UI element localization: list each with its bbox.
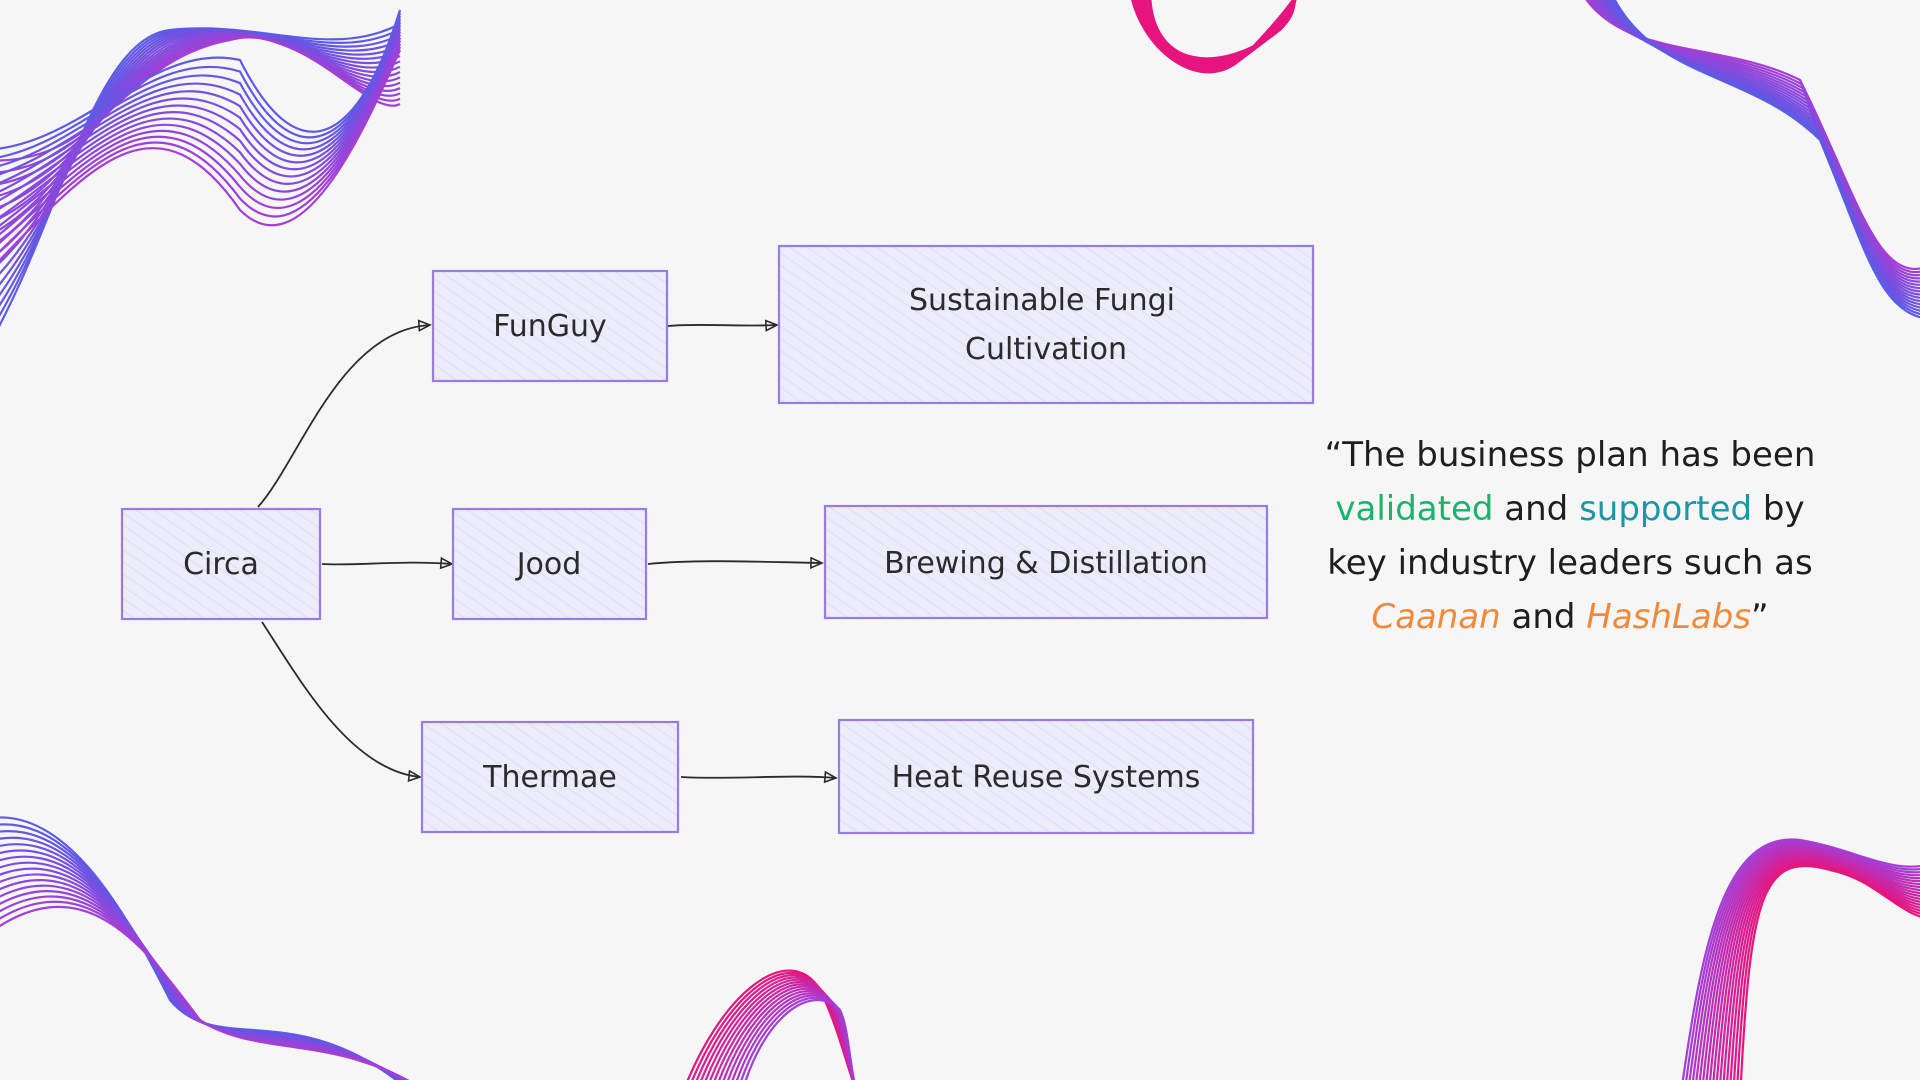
node-label-funguy: FunGuy [493,309,607,344]
quote-part2: by key industry leaders such as [1327,489,1813,583]
wave-bottom-center-line [744,998,856,1080]
wave-bottom-right-line [1722,857,1920,1080]
wave-top-left-b-line [0,40,402,236]
quote-open-mark: “ [1324,435,1343,475]
node-label-heat-reuse: Heat Reuse Systems [892,760,1201,795]
connectors [257,325,836,778]
wave-bottom-right-line [1681,838,1920,1080]
wave-bottom-left-line [0,905,410,1080]
wave-bottom-right-line [1739,864,1920,1080]
wave-top-left-line [0,28,401,307]
wave-top-left-b-line [0,37,402,227]
node-label-fungi-line2: Cultivation [965,332,1127,367]
arrow-circa-to-funguy [257,325,430,508]
node-thermae: Thermae [420,720,680,834]
arrow-circa-to-thermae [261,621,420,777]
node-label-fungi-line1: Sustainable Fungi [909,283,1175,318]
wave-bottom-right-line [1712,853,1920,1080]
wave-top-center [1131,0,1297,74]
node-brewing-distillation: Brewing & Distillation [823,504,1269,620]
node-heat-reuse-systems: Heat Reuse Systems [837,718,1255,835]
quote-and2: and [1511,597,1576,637]
node-sustainable-fungi-cultivation: Sustainable Fungi Cultivation [777,244,1315,405]
wave-top-left-b-line [0,9,402,150]
testimonial-quote: “The business plan has been validated an… [1310,428,1830,644]
quote-word-supported: supported [1579,489,1753,529]
wave-bottom-right-line [1685,840,1920,1080]
quote-word-validated: validated [1335,489,1494,529]
wave-bottom-center [686,969,856,1080]
wave-top-left-b-line [0,34,402,219]
quote-and1: and [1504,489,1569,529]
wave-bottom-right-line [1719,856,1920,1080]
node-label-circa: Circa [183,547,259,582]
wave-bottom-right-line [1695,845,1920,1080]
wave-top-left-b [0,9,402,262]
wave-bottom-right-line [1729,860,1920,1080]
wave-top-left-b-line [0,43,402,245]
quote-name-caanan: Caanan [1371,597,1501,637]
wave-bottom-right-line [1705,849,1920,1080]
wave-top-left-b-line [0,21,402,184]
wave-top-left-b-line [0,28,402,202]
wave-bottom-right-line [1726,859,1920,1080]
wave-bottom-right-line [1698,846,1920,1080]
wave-top-center-line [1149,0,1297,60]
node-circa: Circa [120,507,322,621]
wave-top-left-b-line [0,15,402,167]
wave-top-left-b-line [0,46,402,253]
wave-top-left-line [0,23,401,327]
node-label-brewing: Brewing & Distillation [884,546,1208,581]
wave-top-right [1585,0,1920,319]
wave-bottom-right-line [1691,843,1920,1080]
wave-top-left-line [0,30,401,275]
node-jood: Jood [451,507,648,621]
wave-bottom-right-line [1736,863,1920,1080]
arrow-funguy-to-fungi [667,325,777,326]
wave-top-left-b-line [0,12,402,159]
wave-bottom-right-line [1702,848,1920,1080]
node-label-thermae: Thermae [482,760,617,795]
node-funguy: FunGuy [431,269,669,383]
wave-top-left-line [0,31,401,253]
wave-top-left-line [0,27,401,317]
wave-bottom-right-line [1733,862,1920,1080]
wave-top-left-line [0,30,401,264]
wave-bottom-right-line [1715,854,1920,1080]
arrow-thermae-to-heat [680,777,836,778]
wave-top-left-b-line [0,18,402,176]
wave-top-left-b-line [0,25,402,193]
arrow-jood-to-brewing [647,561,822,564]
node-label-jood: Jood [515,547,582,582]
arrow-circa-to-jood [321,563,452,565]
wave-bottom-right [1681,838,1920,1080]
quote-part1: The business plan has been [1342,435,1816,475]
quote-close-mark: ” [1751,597,1769,637]
wave-bottom-right-line [1688,841,1920,1080]
quote-name-hashlabs: HashLabs [1586,597,1752,637]
wave-top-left-b-line [0,31,402,210]
wave-top-right-line [1613,0,1920,319]
wave-top-left-b-line [0,49,402,262]
wave-bottom-right-line [1709,851,1920,1080]
wave-top-left-line [0,29,401,296]
wave-bottom-left [0,816,410,1080]
